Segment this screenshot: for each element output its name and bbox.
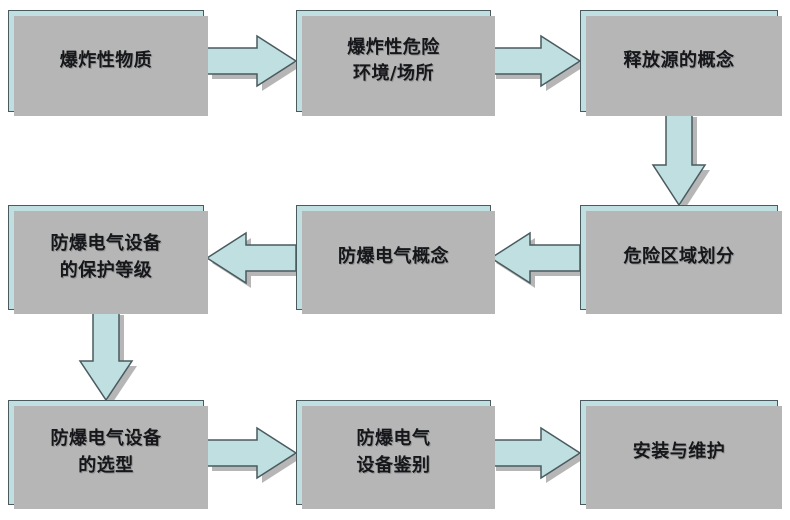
- node-installation-and-maintenance[interactable]: 安装与维护: [580, 400, 782, 509]
- node-explosive-hazardous-environment[interactable]: 爆炸性危险 环境/场所: [296, 10, 495, 116]
- arrow-n8-to-n9: [490, 426, 585, 483]
- arrow-n7-to-n8: [206, 426, 301, 483]
- arrow-n3-to-n6: [651, 111, 710, 210]
- node-protection-level[interactable]: 防爆电气设备 的保护等级: [8, 205, 208, 314]
- node-equipment-selection[interactable]: 防爆电气设备 的选型: [8, 400, 208, 509]
- node-explosion-proof-concept[interactable]: 防爆电气概念: [296, 205, 495, 314]
- node-label: 防爆电气设备 的保护等级: [50, 233, 162, 281]
- node-label: 释放源的概念: [623, 49, 735, 71]
- node-hazardous-area-classification[interactable]: 危险区域划分: [580, 205, 782, 314]
- node-label: 防爆电气概念: [338, 246, 449, 268]
- node-label: 防爆电气设备 的选型: [50, 428, 162, 476]
- node-explosive-substance[interactable]: 爆炸性物质: [8, 10, 208, 116]
- node-label: 危险区域划分: [623, 246, 735, 268]
- node-label: 爆炸性危险 环境/场所: [347, 36, 440, 84]
- node-label: 安装与维护: [632, 441, 726, 463]
- node-label: 防爆电气 设备鉴别: [356, 428, 431, 476]
- node-equipment-identification[interactable]: 防爆电气 设备鉴别: [296, 400, 495, 509]
- arrow-n1-to-n2: [206, 34, 301, 91]
- arrow-n2-to-n3: [490, 34, 585, 91]
- arrow-n5-to-n4: [205, 231, 301, 288]
- arrow-n6-to-n5: [489, 231, 585, 288]
- arrow-n4-to-n7: [78, 309, 137, 405]
- node-label: 爆炸性物质: [59, 49, 153, 71]
- node-release-source-concept[interactable]: 释放源的概念: [580, 10, 782, 116]
